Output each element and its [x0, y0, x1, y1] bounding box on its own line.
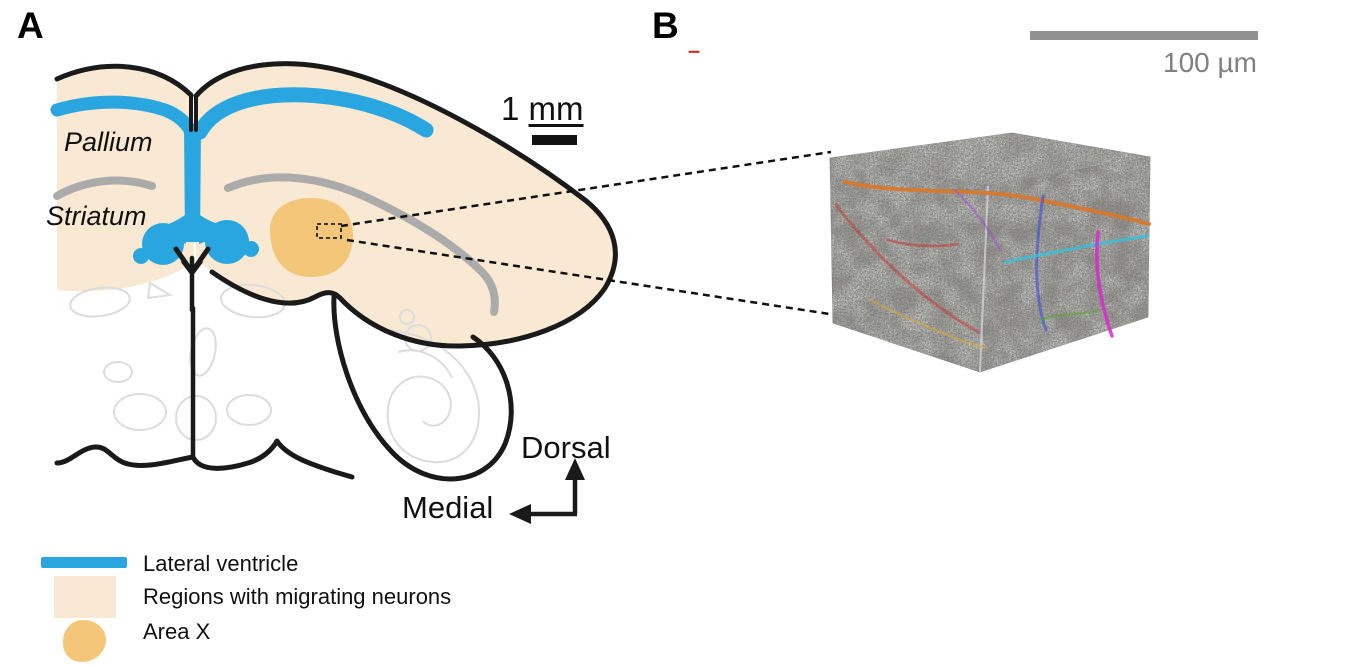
- em-cube-front-edge: [979, 185, 989, 373]
- area-x-region: [269, 198, 354, 277]
- panel-b-label: B: [652, 5, 679, 46]
- scale-bar-1mm: [532, 135, 577, 145]
- label-pallium: Pallium: [64, 127, 153, 157]
- lateral-ventricle: [50, 87, 434, 265]
- label-striatum: Striatum: [46, 201, 147, 231]
- label-dorsal: Dorsal: [521, 430, 611, 465]
- em-cube-texture-grain: [830, 158, 988, 372]
- em-cube-trace: [1035, 194, 1048, 332]
- em-cube-texture-grain: [830, 133, 1150, 186]
- em-cube-texture-grain: [980, 157, 1150, 372]
- legend-label-migrating-regions: Regions with migrating neurons: [143, 584, 452, 609]
- em-cube-trace: [953, 188, 1002, 252]
- em-cube-trace: [1003, 234, 1150, 264]
- scale-unit: mm: [528, 90, 584, 127]
- legend-swatch-migrating-regions: [54, 576, 116, 618]
- scale-value: 1: [501, 90, 520, 127]
- em-cube-trace: [1038, 308, 1102, 322]
- legend-swatch-lateral-ventricle: [41, 557, 127, 568]
- scale-bar-100um: [1030, 31, 1258, 40]
- legend-label-lateral-ventricle: Lateral ventricle: [143, 551, 299, 576]
- panel-a-schematic: [50, 61, 837, 524]
- scale-label-100um: 100 µm: [1163, 47, 1257, 78]
- zoom-connector-lines: [340, 150, 837, 317]
- scale-label-1mm: 1 mm: [501, 90, 584, 128]
- em-sample-box: [316, 223, 342, 239]
- axis-arrows: [509, 458, 585, 524]
- label-medial: Medial: [402, 490, 494, 525]
- brain-outline: [54, 61, 618, 482]
- striatum-boundary: [53, 173, 499, 316]
- legend-label-area-x: Area X: [143, 619, 211, 644]
- em-cube-trace: [868, 298, 987, 350]
- em-cube-trace: [834, 203, 980, 334]
- em-cube-trace: [886, 238, 960, 248]
- legend-swatch-area-x: [63, 620, 106, 662]
- em-cube-trace: [1095, 230, 1114, 338]
- panel-a-label: A: [17, 5, 44, 46]
- em-cube-neuron-traces: [834, 180, 1151, 350]
- em-cube-trace: [843, 180, 1151, 226]
